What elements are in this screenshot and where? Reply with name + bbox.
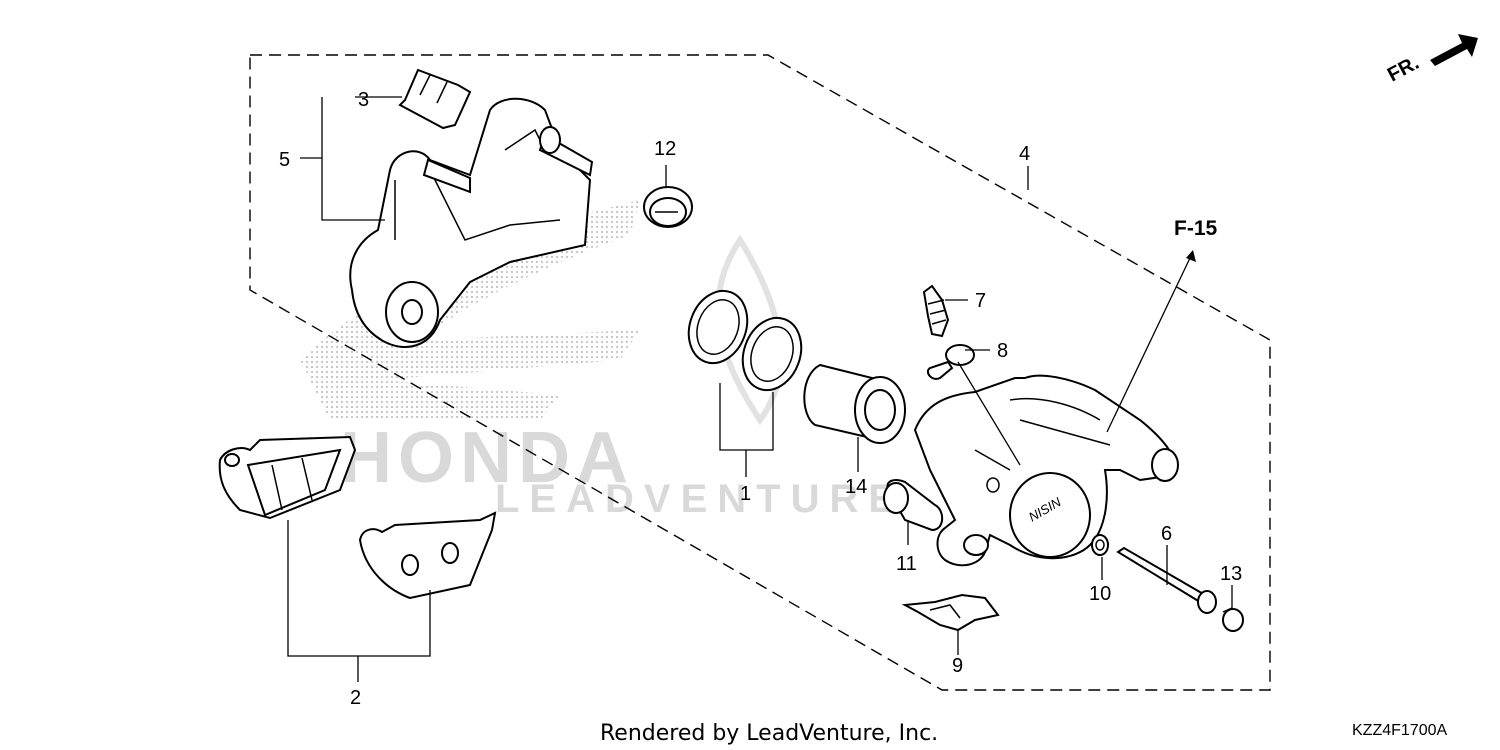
front-label: FR. [1384,52,1423,87]
callout-2: 2 [350,687,361,709]
assembly-boundary-dashed [249,54,1271,691]
callout-5: 5 [279,149,290,171]
caliper-body: NISIN [913,374,1179,567]
front-arrow-icon [1430,34,1478,66]
pad-spring [398,68,472,130]
callout-3: 3 [358,89,369,111]
pin-bolt [883,479,944,532]
diagram-code: KZZ4F1700A [1352,722,1447,739]
brake-pad-front [218,435,357,520]
callout-10: 10 [1089,583,1111,605]
callout-1: 1 [740,483,751,505]
sealing-washer [1091,534,1109,556]
callout-11: 11 [896,553,917,575]
piston [803,363,906,444]
reference-arrow-icon [1186,250,1196,262]
watermark-brand: HONDA [340,418,634,498]
pad-retainer-clip [901,593,1000,632]
piston-seals [687,289,803,392]
callout-8: 8 [997,340,1008,362]
footer-credit: Rendered by LeadVenture, Inc. [600,721,938,746]
bleeder-cap [643,186,693,228]
front-direction-indicator: FR. [1384,34,1478,86]
reference-label-f15[interactable]: F-15 [1174,217,1218,240]
callout-9: 9 [952,655,963,677]
bleeder-valve [922,284,950,338]
leader-lines [287,96,1233,682]
callout-6: 6 [1161,523,1172,545]
callout-7: 7 [975,290,986,312]
callout-12: 12 [654,138,676,160]
caliper-bracket [349,97,594,348]
watermark: HONDA LEADVENTURE [300,200,905,521]
watermark-company: LEADVENTURE [495,477,905,521]
brake-pad-rear [358,511,497,600]
callout-4: 4 [1019,143,1030,165]
callout-13: 13 [1220,563,1242,585]
callout-labels: 1 2 3 4 5 6 7 8 9 10 11 12 13 14 [279,89,1242,709]
callout-14: 14 [845,476,867,498]
pad-pin [1116,546,1217,614]
wing-logo-watermark [300,200,640,420]
pad-pin-plug [1222,607,1244,632]
